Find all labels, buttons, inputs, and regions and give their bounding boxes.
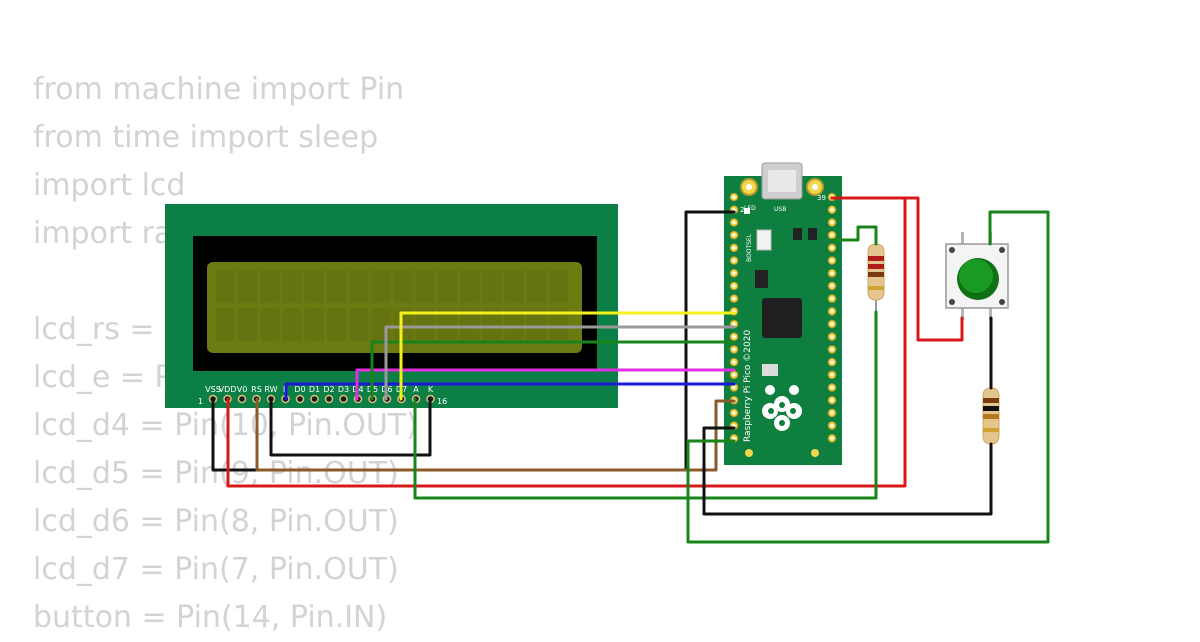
rp2040-chip-icon — [762, 298, 802, 338]
wire-gray-d6[interactable] — [384, 325, 736, 401]
wire-black-res2[interactable] — [702, 426, 993, 516]
wire-yellow-d7[interactable] — [399, 311, 736, 401]
wire-brown-rs[interactable] — [255, 397, 736, 472]
led-label: LED — [744, 205, 756, 212]
lcd-cell — [415, 308, 435, 341]
lcd-cell — [371, 308, 391, 341]
wires — [211, 196, 1050, 544]
lcd-pin-label: D2 — [323, 385, 334, 394]
wire-blue-e[interactable] — [284, 382, 736, 401]
wire-magenta-d4[interactable] — [355, 368, 736, 401]
lcd-cell — [327, 270, 346, 303]
lcd-cell — [327, 308, 346, 341]
raspberry-logo-icon — [762, 385, 802, 431]
lcd-cell — [460, 308, 480, 341]
pin-number-39: 39 — [817, 194, 826, 202]
lcd-cell — [260, 308, 280, 341]
lcd-cell — [282, 308, 302, 341]
code-line: from time import sleep — [33, 120, 379, 155]
lcd-cell — [393, 270, 413, 303]
lcd-cell — [216, 308, 235, 341]
lcd-character-cells — [216, 270, 568, 341]
lcd-pin-label: RW — [264, 385, 277, 394]
wire-green-a[interactable] — [413, 310, 878, 500]
code-line: lcd_d6 = Pin(8, Pin.OUT) — [33, 504, 399, 539]
code-line: lcd_rs = P — [33, 312, 183, 347]
code-line: import ra — [33, 216, 173, 251]
lcd-cell — [438, 270, 457, 303]
lcd-pin-number-last: 16 — [437, 397, 447, 406]
lcd-pin-label: D1 — [309, 385, 320, 394]
lcd-cell — [393, 308, 413, 341]
lcd-pin-label: A — [413, 385, 419, 394]
lcd-cell — [482, 270, 502, 303]
lcd-cell — [504, 270, 524, 303]
lcd-cell — [371, 270, 391, 303]
lcd-cell — [349, 308, 369, 341]
lcd-cell — [260, 270, 280, 303]
code-line: button = Pin(14, Pin.IN) — [33, 600, 388, 635]
code-line: from machine import Pin — [33, 72, 405, 107]
wire-green-res1[interactable] — [830, 225, 878, 246]
lcd-pin-label: K — [428, 385, 434, 394]
code-line: lcd_d7 = Pin(7, Pin.OUT) — [33, 552, 399, 587]
bootsel-button[interactable] — [756, 229, 772, 251]
lcd-pin-label: V0 — [237, 385, 248, 394]
wire-black-rw[interactable] — [269, 397, 432, 457]
wire-green-d5[interactable] — [370, 340, 736, 401]
pico-pin-columns — [729, 192, 837, 443]
lcd-cell — [549, 308, 568, 341]
lcd-cell — [304, 308, 324, 341]
lcd-pin[interactable] — [237, 394, 247, 404]
lcd-pin[interactable] — [324, 394, 334, 404]
lcd-cell — [415, 270, 435, 303]
usb-label: USB — [774, 206, 786, 213]
code-line: import lcd — [33, 168, 186, 203]
lcd-cell — [438, 308, 457, 341]
lcd-cell — [216, 270, 235, 303]
lcd-cell — [504, 308, 524, 341]
lcd-cell — [349, 270, 369, 303]
lcd-pin[interactable] — [310, 394, 319, 404]
code-listing: from machine import Pin from time import … — [33, 66, 418, 642]
resistor-1[interactable] — [867, 232, 885, 312]
lcd-pin-label: VSS — [205, 385, 221, 394]
push-button[interactable] — [945, 232, 1009, 320]
lcd-pin-number-first: 1 — [198, 397, 203, 406]
code-line: lcd_d4 = Pin(10, Pin.OUT) — [33, 408, 418, 443]
lcd-cell — [482, 308, 502, 341]
lcd-pin[interactable] — [339, 394, 348, 404]
lcd-pin-label: D3 — [338, 385, 349, 394]
bootsel-label: BOOTSEL — [746, 233, 753, 262]
lcd-cell — [238, 308, 258, 341]
wire-red-button[interactable] — [830, 196, 964, 342]
wire-green-button[interactable] — [686, 210, 1050, 544]
lcd-cell — [282, 270, 302, 303]
lcd-pin-label: D0 — [294, 385, 305, 394]
lcd-pin[interactable] — [295, 394, 305, 404]
lcd-cell — [460, 270, 480, 303]
lcd-cell — [526, 308, 546, 341]
board-label: Raspberry Pi Pico ©2020 — [743, 330, 753, 442]
lcd-pin-label: RS — [251, 385, 262, 394]
lcd-cell — [526, 270, 546, 303]
lcd-cell — [238, 270, 258, 303]
pin-number-2: 2 — [740, 206, 744, 214]
lcd-cell — [549, 270, 568, 303]
pico-board[interactable]: 2 39 LED USB BOOTSEL Raspberry Pi Pico ©… — [724, 162, 842, 465]
lcd-pin-label: VDD — [219, 385, 237, 394]
lcd-cell — [304, 270, 324, 303]
